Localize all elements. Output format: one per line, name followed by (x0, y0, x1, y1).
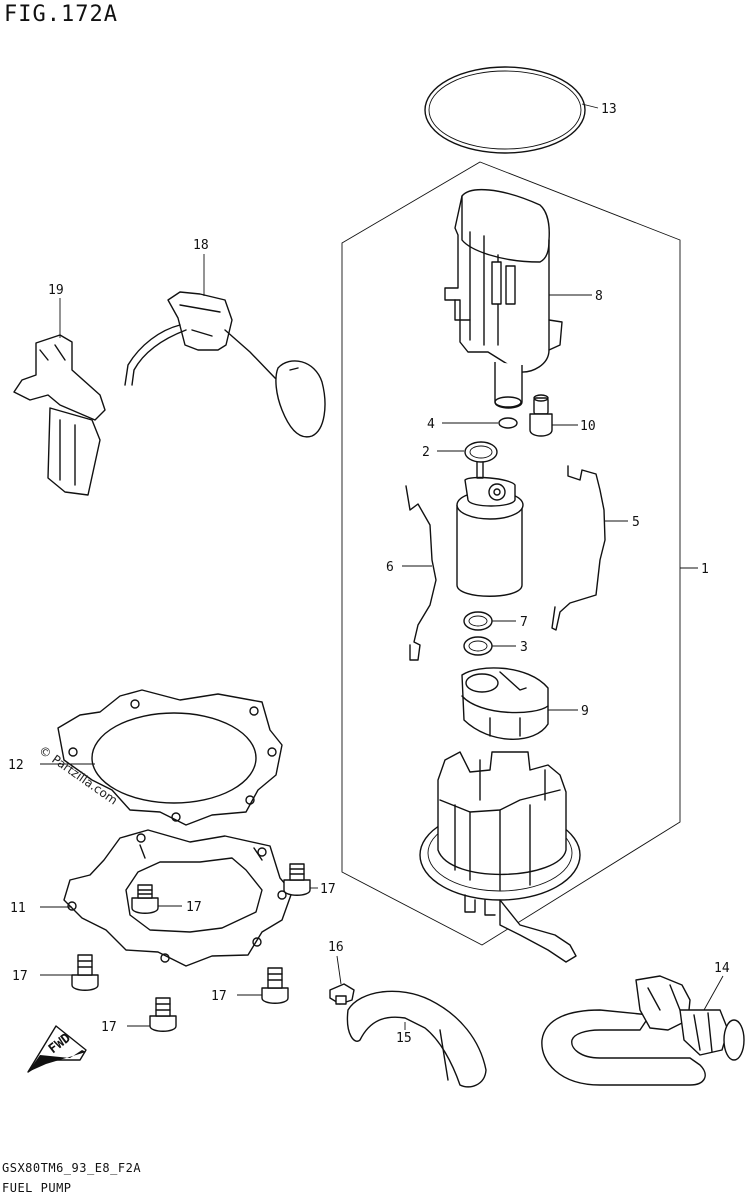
o-ring-4 (498, 417, 518, 429)
bolt-16 (329, 983, 355, 1005)
screw-17-lower-right (261, 967, 289, 1004)
gasket-12 (57, 689, 283, 826)
pump-motor (456, 461, 524, 597)
strap-15 (346, 990, 487, 1088)
callout-11: 11 (10, 901, 26, 916)
callout-15: 15 (396, 1031, 412, 1046)
callout-19: 19 (48, 283, 64, 298)
callout-17-inner: 17 (186, 900, 202, 915)
callout-18: 18 (193, 238, 209, 253)
callout-14: 14 (714, 961, 730, 976)
bracket-19 (13, 334, 106, 496)
callout-8: 8 (595, 289, 603, 304)
bracket-6 (405, 485, 437, 661)
callout-6: 6 (386, 560, 394, 575)
figure-title: FIG.172A (4, 2, 118, 27)
callout-4: 4 (427, 417, 435, 432)
fwd-arrow-icon: FWD (27, 1025, 87, 1073)
drawing-code: GSX80TM6_93_E8_F2A (2, 1161, 142, 1175)
callout-17-lower-right: 17 (211, 989, 227, 1004)
valve-10 (529, 394, 553, 437)
callout-3: 3 (520, 640, 528, 655)
screw-17-bottom (149, 997, 177, 1032)
fuel-hose-14 (541, 975, 745, 1086)
callout-17-bottom: 17 (101, 1020, 117, 1035)
callout-2: 2 (422, 445, 430, 460)
callout-12: 12 (8, 758, 24, 773)
callout-16: 16 (328, 940, 344, 955)
bracket-5 (551, 465, 606, 631)
callout-7: 7 (520, 615, 528, 630)
pump-base-flange (419, 751, 581, 963)
pump-cover-8 (444, 188, 563, 409)
screw-17-inner (131, 884, 159, 914)
leader-lines (40, 103, 724, 1030)
callout-17-left: 17 (12, 969, 28, 984)
callout-13: 13 (601, 102, 617, 117)
plate-11 (63, 829, 293, 967)
screw-17-left (71, 954, 99, 991)
o-ring-2 (464, 441, 498, 463)
callout-5: 5 (632, 515, 640, 530)
callout-10: 10 (580, 419, 596, 434)
callout-9: 9 (581, 704, 589, 719)
callout-17-right: 17 (320, 882, 336, 897)
part-name: FUEL PUMP (2, 1181, 72, 1195)
assembly-outline (341, 161, 681, 946)
fuel-level-sender-18 (124, 291, 326, 438)
callouts: 13 8 1 2 4 10 5 6 7 3 9 18 19 12 11 17 1… (8, 102, 730, 1046)
callout-1: 1 (701, 562, 709, 577)
o-ring-7 (463, 611, 493, 631)
screw-17-right (283, 863, 311, 896)
strap-15-edge (439, 1029, 449, 1081)
o-ring-13 (424, 66, 586, 154)
pump-holder-9 (461, 667, 549, 740)
o-ring-3 (463, 636, 493, 656)
